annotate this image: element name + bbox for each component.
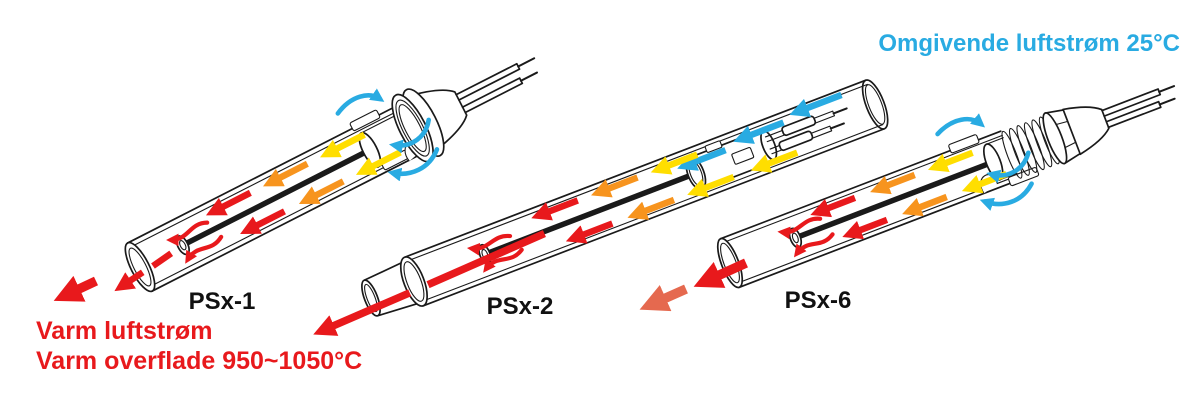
hot-surface-label: Varm overflade 950~1050°C bbox=[36, 347, 362, 375]
cone-junction-ring bbox=[399, 256, 428, 307]
glass-tube bbox=[361, 79, 886, 317]
holder-tab bbox=[731, 147, 755, 165]
cool-air-swirl-arrow bbox=[986, 150, 1031, 184]
hot-air-arrow bbox=[565, 220, 614, 244]
heating-element-rod bbox=[175, 147, 372, 256]
connector bbox=[1042, 85, 1176, 165]
cool-air-arrow bbox=[677, 147, 727, 171]
warm-air-arrow bbox=[263, 160, 309, 187]
heated-air-arrow bbox=[355, 149, 402, 175]
hot-air-exit-arrows bbox=[313, 230, 546, 336]
heated-air-arrow bbox=[320, 131, 366, 158]
ambient-airflow-label: Omgivende luftstrøm 25°C bbox=[878, 30, 1180, 57]
hot-air-axis-arrow bbox=[426, 230, 546, 289]
heated-air-arrow bbox=[750, 149, 799, 173]
cool-air-swirl-arrow bbox=[388, 117, 431, 154]
hot-air-axis-arrow bbox=[313, 289, 412, 336]
lead-wires bbox=[1101, 85, 1176, 129]
warm-air-arrow bbox=[627, 196, 676, 220]
hot-air-wavy-arrow bbox=[185, 234, 224, 264]
hot-air-exit-arrows bbox=[114, 220, 224, 292]
warm-air-arrow bbox=[902, 193, 948, 217]
hot-airflow-label: Varm luftstrøm bbox=[36, 317, 212, 345]
device-label-psx2: PSx-2 bbox=[487, 293, 554, 320]
electrode-sleeve bbox=[781, 115, 817, 137]
hot-air-arrow bbox=[810, 194, 857, 218]
connector-boot bbox=[1062, 106, 1110, 156]
hot-air-wavy-arrow bbox=[793, 232, 835, 258]
hot-air-wavy-arrow bbox=[777, 216, 823, 240]
cool-air-arrow bbox=[733, 119, 785, 144]
heated-airflow-arrows bbox=[531, 149, 799, 244]
cool-air-arrow bbox=[789, 91, 843, 118]
device-psx-2 bbox=[313, 79, 889, 336]
lead-wires bbox=[455, 57, 539, 114]
device-psx-1 bbox=[114, 57, 539, 293]
hot-air-exit-arrow bbox=[114, 269, 145, 292]
intake-slot-tab bbox=[349, 109, 381, 132]
rear-opening bbox=[861, 79, 889, 130]
device-label-psx6: PSx-6 bbox=[785, 287, 852, 314]
cool-air-intake-arrows bbox=[335, 88, 440, 182]
intake-slot-tab bbox=[948, 134, 980, 154]
hot-air-arrow bbox=[205, 189, 252, 216]
hot-air-arrow bbox=[531, 197, 579, 221]
hot-air-wavy-arrow bbox=[466, 233, 513, 256]
heated-air-arrow bbox=[687, 173, 735, 197]
hot-air-exit-arrow bbox=[151, 250, 174, 269]
hot-exhaust-arrow-psx1 bbox=[53, 275, 99, 302]
heated-air-arrow bbox=[650, 151, 699, 175]
warm-air-arrow bbox=[298, 178, 345, 204]
cooling-exhaust-arrow bbox=[639, 284, 688, 312]
holder-tab bbox=[704, 140, 723, 153]
hot-air-arrow bbox=[842, 216, 889, 240]
cool-air-intake-arrows bbox=[935, 113, 1034, 211]
heated-airflow-arrows bbox=[205, 131, 402, 234]
warm-air-arrow bbox=[870, 171, 916, 195]
cool-air-swirl-arrow bbox=[335, 88, 385, 116]
electrode-sleeve bbox=[778, 130, 814, 152]
heated-air-arrow bbox=[927, 149, 974, 172]
electrode-pins bbox=[764, 107, 848, 155]
device-label-psx1: PSx-1 bbox=[189, 288, 256, 315]
cool-air-swirl-arrow bbox=[387, 147, 440, 182]
hot-exhaust-arrow-psx6 bbox=[693, 258, 748, 288]
cool-air-intake-arrows bbox=[677, 91, 843, 171]
hot-air-exit-arrows bbox=[777, 216, 835, 258]
device-psx-6 bbox=[716, 85, 1176, 289]
cool-air-swirl-arrow bbox=[979, 181, 1034, 211]
hot-air-wavy-arrow bbox=[166, 220, 210, 247]
hot-air-arrow bbox=[240, 208, 286, 234]
hot-air-wavy-arrow bbox=[483, 247, 524, 273]
connector bbox=[391, 57, 539, 163]
cool-air-swirl-arrow bbox=[935, 113, 986, 137]
threaded-bushing bbox=[1001, 116, 1060, 179]
warm-air-arrow bbox=[591, 174, 639, 198]
